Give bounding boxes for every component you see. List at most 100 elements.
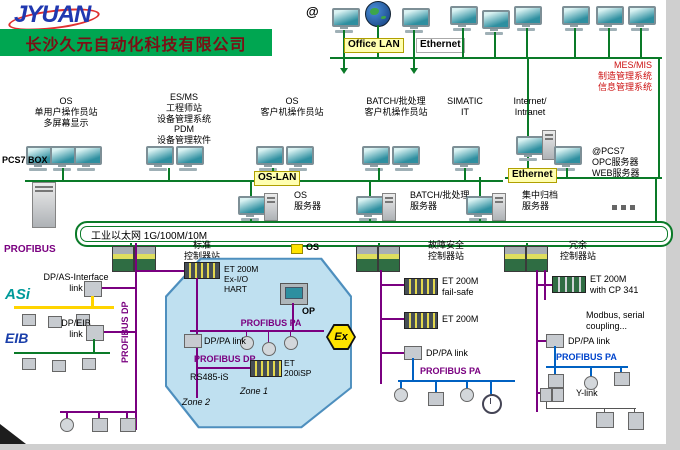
connector-line xyxy=(462,28,464,57)
workstation-icon xyxy=(452,146,480,171)
arrow-down-icon xyxy=(340,68,348,74)
server-tower-icon xyxy=(542,130,556,160)
dp-pa-link-right-label: DP/PA link xyxy=(568,336,610,346)
et200m-cp341-label: ET 200M with CP 341 xyxy=(590,274,639,295)
pcs7-box-tower-icon xyxy=(32,182,56,228)
field-device-icon xyxy=(394,388,408,402)
station-batch-client-label: BATCH/批处理 客户机操作员站 xyxy=(364,96,428,117)
connector-line xyxy=(546,402,547,408)
asi-slave-icon xyxy=(22,314,36,326)
asi-slave-icon xyxy=(76,314,90,326)
connector-line xyxy=(60,411,135,413)
connector-line xyxy=(490,380,492,394)
ethernet-mid-label: Ethernet xyxy=(508,168,557,183)
globe-icon xyxy=(365,1,391,27)
profibus-dp-line xyxy=(380,270,382,384)
workstation-icon xyxy=(286,146,314,171)
workstation-icon xyxy=(402,8,430,33)
server-workstation-icon xyxy=(466,196,494,221)
workstation-icon xyxy=(392,146,420,171)
op-label: OP xyxy=(302,306,316,316)
redundant-controller-label: 冗余 控制器站 xyxy=(559,240,596,261)
asi-bus-line xyxy=(14,306,114,309)
connector-line xyxy=(378,168,380,180)
arrow-down-icon xyxy=(410,68,418,74)
at-symbol: @ xyxy=(306,4,319,19)
connector-line xyxy=(290,330,291,336)
connector-line xyxy=(604,408,605,412)
workstation-icon xyxy=(362,146,390,171)
connector-line xyxy=(102,287,135,289)
et200m-label: ET 200M xyxy=(442,314,479,324)
connector-line xyxy=(435,380,437,392)
profibus-pa-zone-line xyxy=(190,330,324,332)
connector-line xyxy=(464,168,466,180)
os-server-label: OS 服务器 xyxy=(294,190,322,211)
connector-line xyxy=(380,284,404,286)
connector-line xyxy=(343,57,345,68)
connector-line xyxy=(655,177,657,221)
et200isp-rack-icon xyxy=(250,360,282,377)
batch-server-label: BATCH/批处理 服务器 xyxy=(410,190,470,211)
profibus-pa-right-label: PROFIBUS PA xyxy=(556,352,617,362)
zone2-label: Zone 2 xyxy=(182,397,211,407)
mes-mis-label: MES/MIS 制造管理系统 信息管理系统 xyxy=(597,60,652,92)
plc-rack-icon xyxy=(356,246,378,272)
server-workstation-icon xyxy=(356,196,384,221)
more-servers-dot xyxy=(612,205,617,210)
connector-line xyxy=(526,28,528,57)
station-es-ms-label: ES/MS 工程师站 设备管理系统 PDM 设备管理软件 xyxy=(156,92,211,146)
workstation-icon xyxy=(450,6,478,31)
dp-eib-link-label: DP/EIB link xyxy=(61,318,91,339)
ethernet-top-label: Ethernet xyxy=(416,38,465,53)
dp-eib-link-icon xyxy=(86,325,104,341)
asi-logo: ASi xyxy=(5,286,31,303)
field-device-icon xyxy=(596,412,614,428)
connector-line xyxy=(250,219,252,222)
diagram-canvas: JYUAN 长沙久元自动化科技有限公司 @ Office LAN Etherne… xyxy=(0,0,666,444)
y-link-label: Y-link xyxy=(576,388,598,398)
et200m-failsafe-label: ET 200M fail-safe xyxy=(442,276,479,297)
connector-line xyxy=(380,318,404,320)
et200isp-label: ET 200iSP xyxy=(284,358,312,379)
connector-line xyxy=(479,219,481,222)
connector-line xyxy=(536,392,542,394)
connector-line xyxy=(574,28,576,57)
connector-line xyxy=(466,380,468,388)
company-name-banner: 长沙久元自动化科技有限公司 xyxy=(0,29,272,56)
et200m-ex-rack-icon xyxy=(184,262,220,279)
connector-line xyxy=(380,352,404,354)
dp-pa-link-zone-label: DP/PA link xyxy=(204,336,246,346)
profibus-dp-zone-label: PROFIBUS DP xyxy=(194,354,256,364)
connector-line xyxy=(479,177,481,196)
connector-line xyxy=(413,57,415,68)
workstation-icon xyxy=(514,6,542,31)
profibus-pa-zone-label: PROFIBUS PA xyxy=(240,318,302,328)
server-tower-icon xyxy=(492,193,506,221)
ethernet-mid-bus-line xyxy=(505,177,662,179)
field-device-icon xyxy=(548,374,564,388)
workstation-icon xyxy=(596,6,624,31)
workstation-icon xyxy=(332,8,360,33)
profibus-pa-mid-line xyxy=(398,380,515,382)
server-tower-icon xyxy=(264,193,278,221)
workstation-icon xyxy=(482,10,510,35)
station-os-client-label: OS 客户机操作员站 xyxy=(260,96,324,117)
transmitter-icon xyxy=(262,342,276,356)
connector-line xyxy=(369,219,371,222)
profibus-pa-right-line xyxy=(546,366,628,368)
corner-watermark xyxy=(0,424,26,444)
eib-bus-line xyxy=(14,352,110,354)
connector-line xyxy=(98,411,100,418)
connector-line xyxy=(126,411,128,418)
dp-pa-link-icon xyxy=(184,334,202,348)
dp-asi-link-icon xyxy=(84,281,102,297)
asi-cable-line xyxy=(91,296,94,306)
connector-line xyxy=(413,30,415,57)
et200m-failsafe-rack-icon xyxy=(404,278,438,295)
connector-line xyxy=(104,331,135,333)
connector-line xyxy=(93,339,95,352)
field-device-icon xyxy=(628,412,644,430)
os-connector-icon xyxy=(291,244,303,254)
connector-line xyxy=(130,243,132,247)
